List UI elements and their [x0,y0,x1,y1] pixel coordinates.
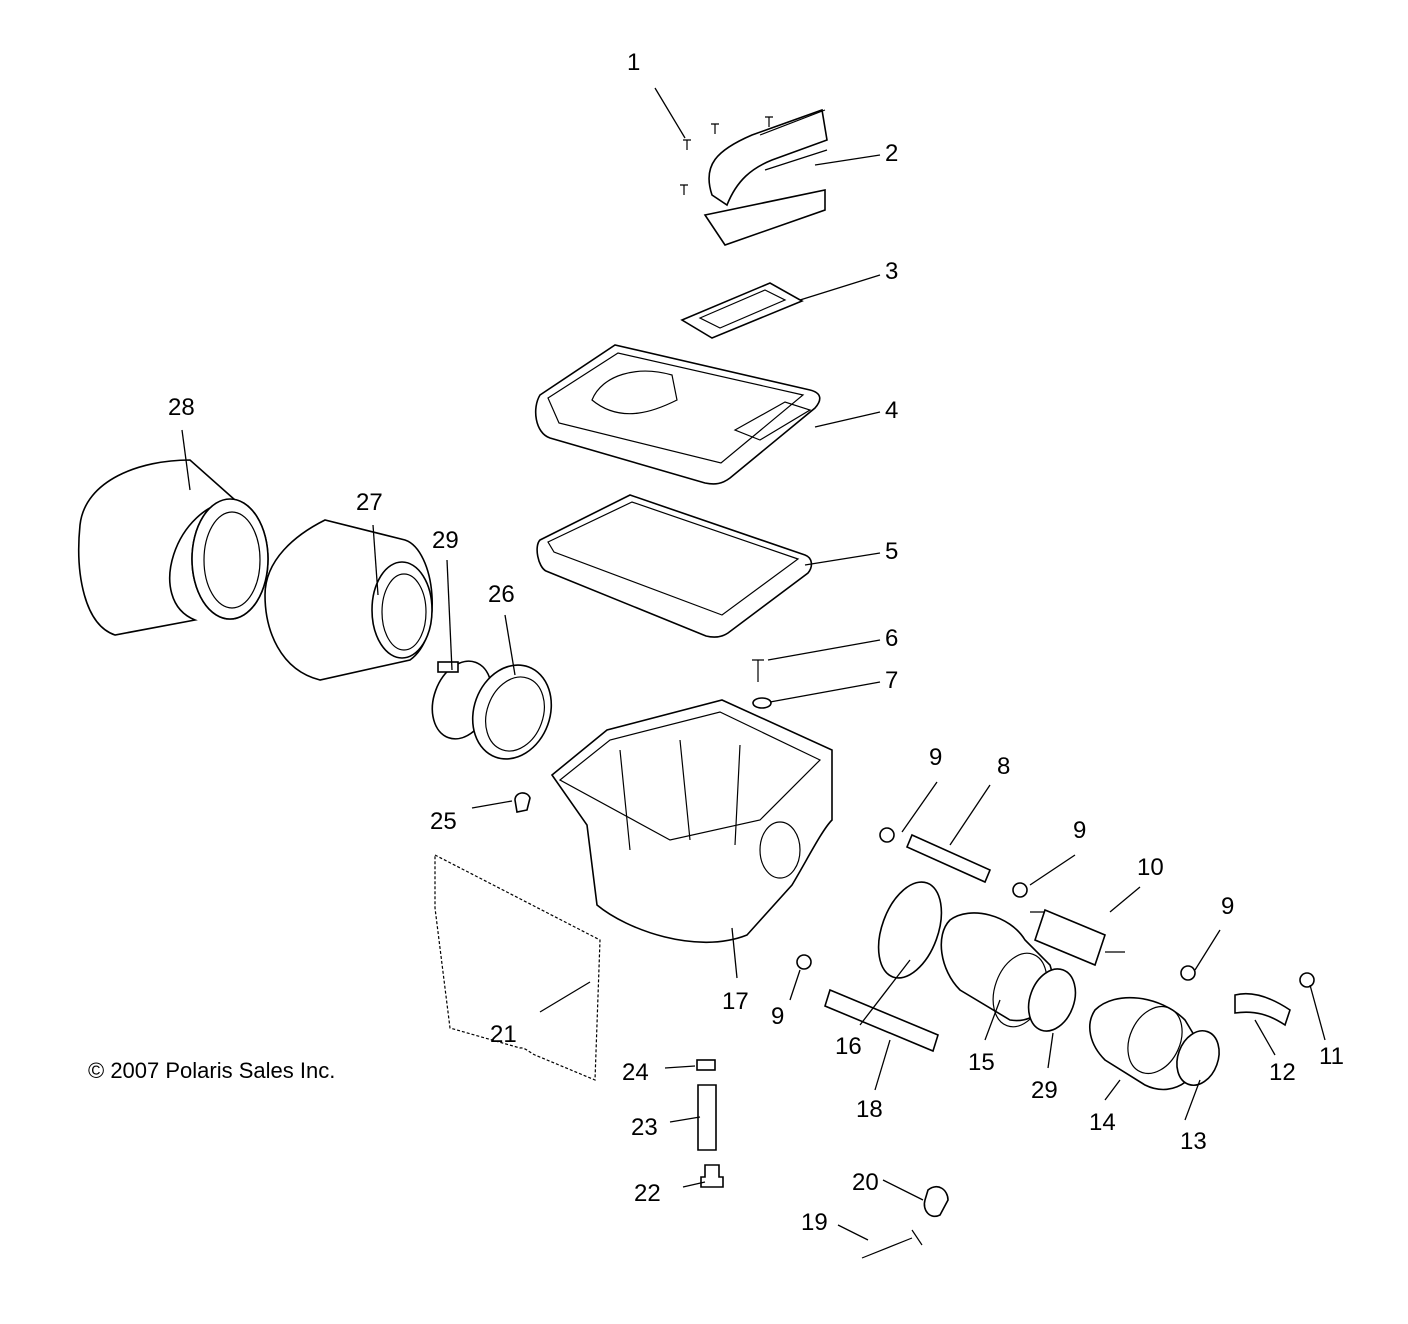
part-hose-8 [905,833,992,884]
part-inner-filter [264,519,433,681]
part-clamp-29b [1027,968,1077,1032]
part-hose-16-18 [824,988,939,1053]
part-bolt-washer [752,659,772,709]
callout-2: 2 [885,140,898,167]
callout-5: 5 [885,538,898,565]
callout-9: 9 [1221,893,1234,920]
callout-29: 29 [1031,1077,1058,1104]
part-access-panel [434,854,601,1081]
callout-1: 1 [627,49,640,76]
part-air-duct [703,108,828,246]
callout-4: 4 [885,397,898,424]
callout-13: 13 [1180,1128,1207,1155]
part-outer-foam-filter [77,459,269,636]
callout-25: 25 [430,808,457,835]
callout-19: 19 [801,1209,828,1236]
callout-27: 27 [356,489,383,516]
callout-6: 6 [885,625,898,652]
callout-16: 16 [835,1033,862,1060]
part-gasket-plate [680,282,804,339]
callout-29: 29 [432,527,459,554]
callout-23: 23 [631,1114,658,1141]
callout-18: 18 [856,1096,883,1123]
callout-10: 10 [1137,854,1164,881]
callout-21: 21 [490,1021,517,1048]
callout-3: 3 [885,258,898,285]
callout-14: 14 [1089,1109,1116,1136]
part-screws [680,116,773,195]
part-rivet-bracket [861,1185,949,1259]
callout-9: 9 [1073,817,1086,844]
part-airbox-cover [534,344,821,485]
callout-8: 8 [997,753,1010,780]
callout-labels: 1 2 3 4 5 6 7 8 9 9 9 9 10 11 12 13 14 1… [168,49,1344,1236]
part-drain [696,1059,724,1188]
part-hose-12 [1234,992,1291,1027]
callout-11: 11 [1319,1043,1344,1070]
part-clips-9 [796,827,1315,988]
part-adapter [471,664,553,760]
part-filter-10 [1030,908,1125,967]
part-boot-14 [1089,996,1202,1091]
part-clamp-13 [1176,1030,1220,1086]
callout-20: 20 [852,1169,879,1196]
callout-12: 12 [1269,1059,1296,1086]
leader-lines [181,87,1326,1241]
callout-26: 26 [488,581,515,608]
callout-9: 9 [929,744,942,771]
part-airbox [550,699,833,944]
part-clip-25 [514,792,531,813]
part-airbox-seal [536,494,813,638]
callout-15: 15 [968,1049,995,1076]
callout-7: 7 [885,667,898,694]
callout-9: 9 [771,1003,784,1030]
callout-28: 28 [168,394,195,421]
callout-24: 24 [622,1059,649,1086]
callout-17: 17 [722,988,749,1015]
callout-22: 22 [634,1180,661,1207]
part-seal-ring [877,881,943,979]
copyright-notice: © 2007 Polaris Sales Inc. [88,1058,335,1083]
